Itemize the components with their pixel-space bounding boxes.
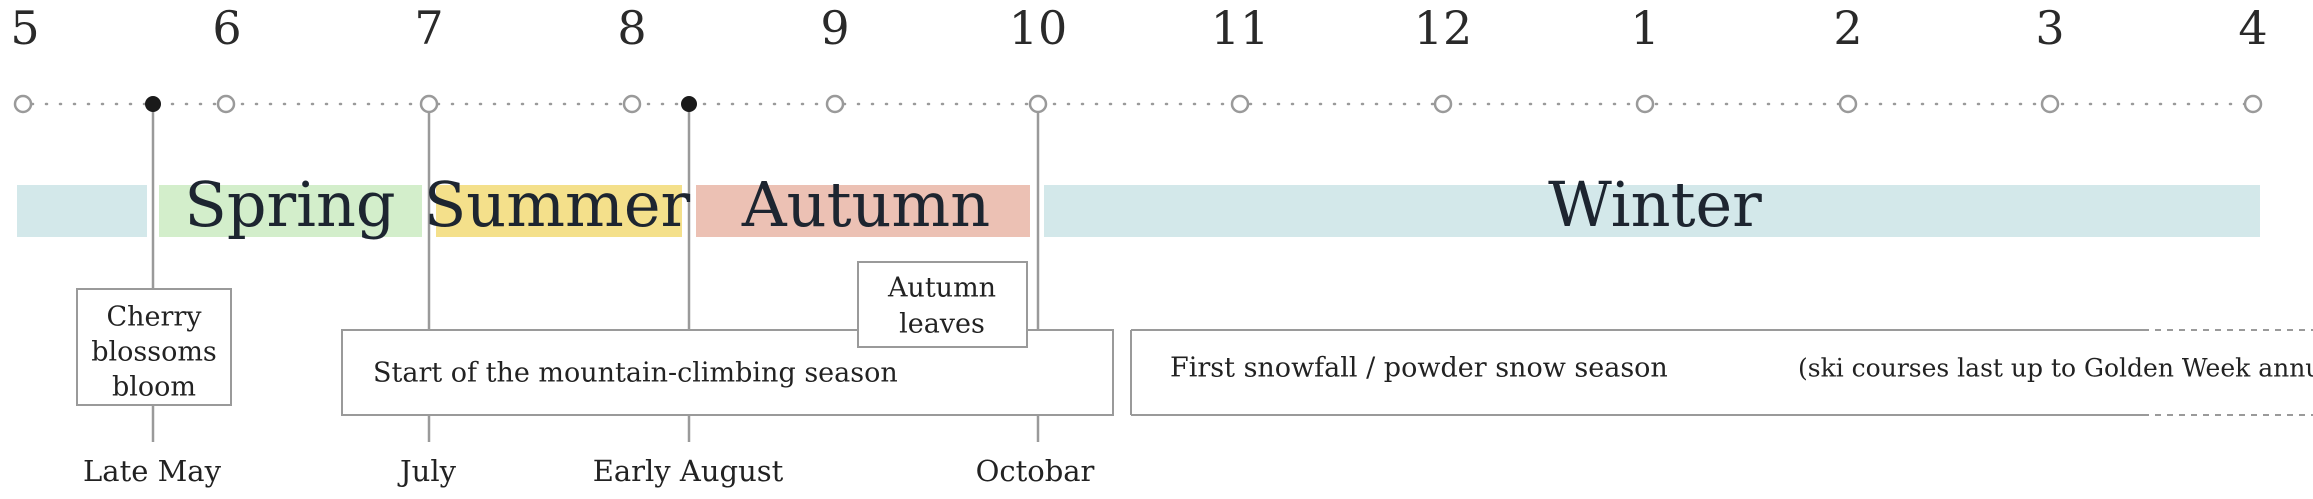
month-marker xyxy=(1433,94,1453,114)
date-label-late-may: Late May xyxy=(83,454,222,488)
month-label: 8 xyxy=(617,1,646,55)
summer-band xyxy=(436,185,682,237)
month-marker xyxy=(1028,94,1048,114)
cherry-blossoms-callout: Cherry blossoms bloom xyxy=(76,288,232,406)
event-lines xyxy=(151,104,1040,442)
month-label: 10 xyxy=(1009,1,1068,55)
season-label-autumn: Autumn xyxy=(741,168,990,241)
snowfall-callout: First snowfall / powder snow season (ski… xyxy=(1130,329,2313,416)
spring-band xyxy=(159,185,422,237)
date-label-october: Octobar xyxy=(976,454,1095,488)
month-marker xyxy=(1838,94,1858,114)
month-label: 11 xyxy=(1211,1,1270,55)
cherry-blossoms-text-line: bloom xyxy=(112,372,196,403)
autumn-leaves-text-line: Autumn xyxy=(887,273,996,304)
month-labels: 5 6 7 8 9 10 11 12 1 2 3 4 xyxy=(10,1,2267,55)
early-august-dot xyxy=(681,96,697,112)
month-marker xyxy=(1230,94,1250,114)
month-label: 12 xyxy=(1414,1,1473,55)
month-marker xyxy=(2040,94,2060,114)
late-may-dot xyxy=(145,96,161,112)
winter-band-start xyxy=(17,185,147,237)
cherry-blossoms-text-line: blossoms xyxy=(91,337,217,368)
mountain-climbing-text: Start of the mountain-climbing season xyxy=(373,358,898,389)
season-bands xyxy=(17,185,2260,237)
month-label: 7 xyxy=(414,1,443,55)
season-label-summer: Summer xyxy=(424,168,691,241)
season-label-winter: Winter xyxy=(1548,168,1762,241)
month-label: 6 xyxy=(212,1,241,55)
month-label: 5 xyxy=(10,1,39,55)
month-marker xyxy=(622,94,642,114)
autumn-leaves-text-line: leaves xyxy=(899,309,985,340)
date-labels: Late May July Early August Octobar xyxy=(83,454,1095,488)
autumn-band xyxy=(696,185,1030,237)
month-marker xyxy=(13,94,33,114)
date-label-july: July xyxy=(397,454,457,488)
snowfall-text: First snowfall / powder snow season xyxy=(1170,353,1668,384)
cherry-blossoms-box xyxy=(76,288,232,406)
mountain-climbing-callout: Start of the mountain-climbing season xyxy=(341,329,1114,416)
month-markers xyxy=(13,94,2263,114)
ski-note-text: (ski courses last up to Golden Week annu… xyxy=(1798,354,2313,383)
month-label: 9 xyxy=(820,1,849,55)
month-marker xyxy=(825,94,845,114)
autumn-leaves-box xyxy=(857,261,1028,348)
month-marker xyxy=(2243,94,2263,114)
month-label: 1 xyxy=(1630,1,1659,55)
season-label-spring: Spring xyxy=(184,168,395,241)
month-marker xyxy=(419,94,439,114)
month-marker xyxy=(216,94,236,114)
date-label-early-august: Early August xyxy=(593,454,784,488)
cherry-blossoms-text-line: Cherry xyxy=(106,302,202,333)
winter-band xyxy=(1044,185,2260,237)
month-label: 4 xyxy=(2238,1,2267,55)
month-label: 2 xyxy=(1833,1,1862,55)
month-label: 3 xyxy=(2035,1,2064,55)
autumn-leaves-callout: Autumn leaves xyxy=(857,261,1028,348)
month-marker xyxy=(1635,94,1655,114)
